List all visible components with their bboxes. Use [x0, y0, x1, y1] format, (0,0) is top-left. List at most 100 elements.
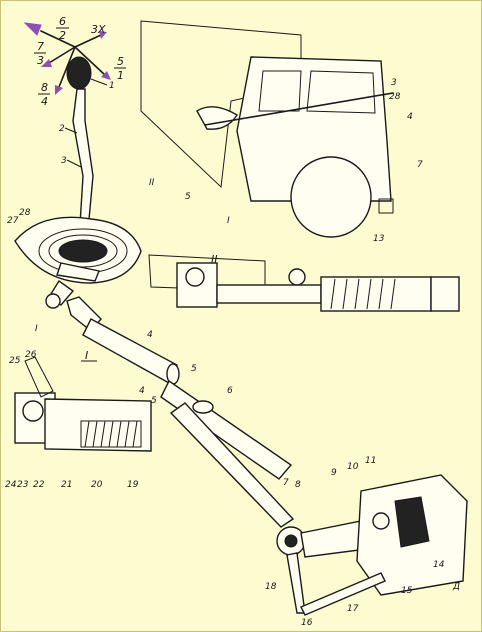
section-II-ball: [185, 267, 205, 287]
callout-17: 17: [347, 604, 359, 614]
callout-27: 27: [7, 216, 19, 226]
cab-cutaway-frame: [140, 20, 302, 189]
callout-9: 9: [331, 468, 337, 478]
callout-11: 11: [365, 456, 376, 466]
cab-step: [378, 198, 394, 214]
shift-arrow-73-line: [48, 46, 76, 64]
section-II-tube: [216, 284, 322, 304]
callout-cab-I: I: [227, 216, 230, 226]
callout-cab-II: II: [149, 178, 155, 188]
callout-25: 25: [9, 356, 21, 366]
shift-label-3: 3: [37, 54, 44, 67]
callout-7: 7: [283, 478, 289, 488]
callout-4: 4: [147, 330, 153, 340]
callout-I-lower: I: [35, 324, 38, 334]
shift-arrow-purple: [23, 22, 42, 36]
shift-label-5: 5: [117, 55, 124, 68]
callout-cab-3: 3: [391, 78, 397, 88]
rod-17: [300, 572, 386, 616]
truck-cab: 3 28 4 7 II 5 I 13: [140, 20, 423, 244]
cab-window-right: [306, 70, 376, 114]
gearbox-lever-14: [394, 496, 430, 548]
joint-ball: [45, 293, 61, 309]
callout-28: 28: [19, 208, 31, 218]
shift-label-6: 6: [59, 15, 66, 28]
section-II-head: [176, 262, 218, 308]
shift-label-3x: 3X: [91, 23, 106, 36]
shift-label-7: 7: [37, 40, 44, 53]
gear-lever: 2 3 1: [59, 56, 115, 242]
gearbox-mechanism: 8 9 10 11 14 15 16 17 18 Д: [265, 456, 468, 628]
leader-line: [66, 159, 82, 168]
callout-26: 26: [25, 350, 37, 360]
callout-18: 18: [265, 582, 277, 592]
shift-arrow-51-line: [74, 46, 106, 76]
leader-line: [90, 78, 108, 86]
section-II-spring-housing: [320, 276, 432, 312]
callout-21: 21: [61, 480, 72, 490]
callout-cab-4: 4: [407, 112, 413, 122]
callout-22: 22: [33, 480, 45, 490]
callout-cab-7: 7: [417, 160, 423, 170]
lever-bracket: [56, 262, 100, 282]
section-II-end: [430, 276, 460, 312]
detail-ball: [22, 400, 44, 422]
shift-arrow-84-line: [58, 46, 76, 88]
callout-cab-28: 28: [389, 92, 401, 102]
callout-16: 16: [301, 618, 313, 628]
cab-wheel: [290, 156, 372, 238]
section-I-detail: I 25 26 4 5 24 23 22 21 20 19: [5, 349, 157, 490]
lever-16: [286, 552, 306, 614]
leader-line: [64, 127, 78, 134]
callout-4-detail: 4: [139, 386, 145, 396]
lever-18-pin: [284, 534, 298, 548]
cab-window-left: [258, 70, 302, 112]
shift-arrow-3x-line: [74, 34, 102, 48]
cab-mirror: [196, 106, 238, 130]
callout-23: 23: [17, 480, 29, 490]
section-II-spring-coils: [330, 278, 396, 310]
detail-bracket: [24, 356, 54, 398]
callout-2: 2: [59, 124, 65, 134]
callout-24: 24: [5, 480, 17, 490]
detail-spring-coils: [84, 420, 138, 448]
shift-label-2: 2: [59, 29, 66, 42]
section-II-ball-2: [288, 268, 306, 286]
joint-6: [192, 400, 214, 414]
callout-6: 6: [227, 386, 233, 396]
gear-knob: [66, 56, 92, 90]
callout-8: 8: [295, 480, 301, 490]
callout-14: 14: [433, 560, 445, 570]
callout-19: 19: [127, 480, 139, 490]
section-I-label: I: [85, 349, 88, 362]
detail-rod-body: [44, 398, 152, 452]
callout-1: 1: [109, 81, 115, 91]
callout-20: 20: [91, 480, 103, 490]
callout-10: 10: [347, 462, 359, 472]
section-II-label: II: [211, 253, 218, 266]
shift-arrow-73-head: [41, 59, 52, 67]
lever-boot: 27 28: [7, 208, 142, 284]
middle-rod: 6 7: [160, 379, 295, 528]
callout-5: 5: [191, 364, 197, 374]
shift-arrow-84-head: [55, 85, 63, 95]
lower-joint: I 4 5: [35, 279, 197, 385]
callout-corner: Д: [452, 582, 460, 592]
shift-arrow-51-head: [101, 71, 111, 80]
callout-15: 15: [401, 586, 413, 596]
boot-ring-3: [58, 239, 108, 263]
section-II-detail: II: [148, 253, 460, 312]
rod-7-lower: [169, 402, 295, 528]
shift-label-8: 8: [41, 81, 48, 94]
callout-5-detail: 5: [151, 396, 157, 406]
shift-arrow-3x-head: [99, 31, 107, 39]
cab-linkage-rod: [204, 92, 394, 126]
shift-pattern: 6 2 3X 7 3 8 4 5 1: [23, 15, 126, 108]
shift-label-1: 1: [117, 69, 124, 82]
rod-4: [82, 318, 178, 384]
callout-cab-13: 13: [373, 234, 385, 244]
shift-arrow-reverse-line: [40, 30, 76, 48]
callout-3: 3: [61, 156, 67, 166]
